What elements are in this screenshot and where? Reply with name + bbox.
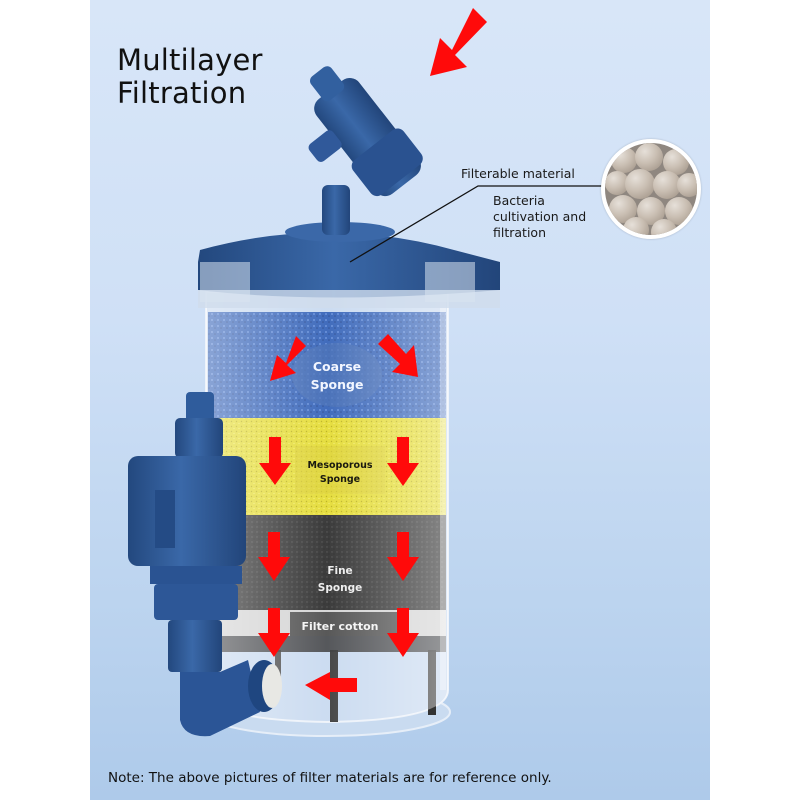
callout-leader-line [349,185,604,263]
title-line: Multilayer [117,43,263,77]
title-line: Filtration [117,76,247,110]
label-line: Mesoporous [307,460,373,471]
callout-description: Bacteria cultivation and filtration [493,193,586,241]
arrow-down-icon [387,608,419,657]
layer-label-mesoporous: Mesoporous Sponge [290,459,390,487]
layer-label-fine: Fine Sponge [310,563,370,597]
bio-ball-media-photo [601,139,701,239]
inlet-valve [308,66,423,197]
lid [198,232,500,298]
arrow-down-left-icon [270,336,306,381]
pump [128,392,282,737]
label-line: Sponge [310,377,364,392]
callout-line: Bacteria [493,193,545,208]
arrow-down-icon [387,437,419,486]
callout-line: cultivation and [493,209,587,224]
arrow-down-icon [387,532,419,581]
label-line: Coarse [312,359,362,374]
arrow-inlet-icon [430,8,487,76]
callout-line: filtration [493,225,546,240]
arrow-down-icon [258,608,290,657]
arrow-down-icon [258,532,290,581]
label-line: Fine [327,565,353,577]
label-line: Sponge [319,474,361,485]
layer-label-coarse: Coarse Sponge [296,358,378,394]
footer-note: Note: The above pictures of filter mater… [108,770,552,786]
arrow-down-icon [259,437,291,485]
page-title: Multilayer Filtration [117,44,263,110]
arrow-down-right-icon [378,334,418,377]
layer-label-cotton: Filter cotton [301,620,379,633]
callout-heading: Filterable material [461,166,575,181]
label-line: Sponge [317,582,363,594]
arrow-outlet-left-icon [305,672,357,700]
